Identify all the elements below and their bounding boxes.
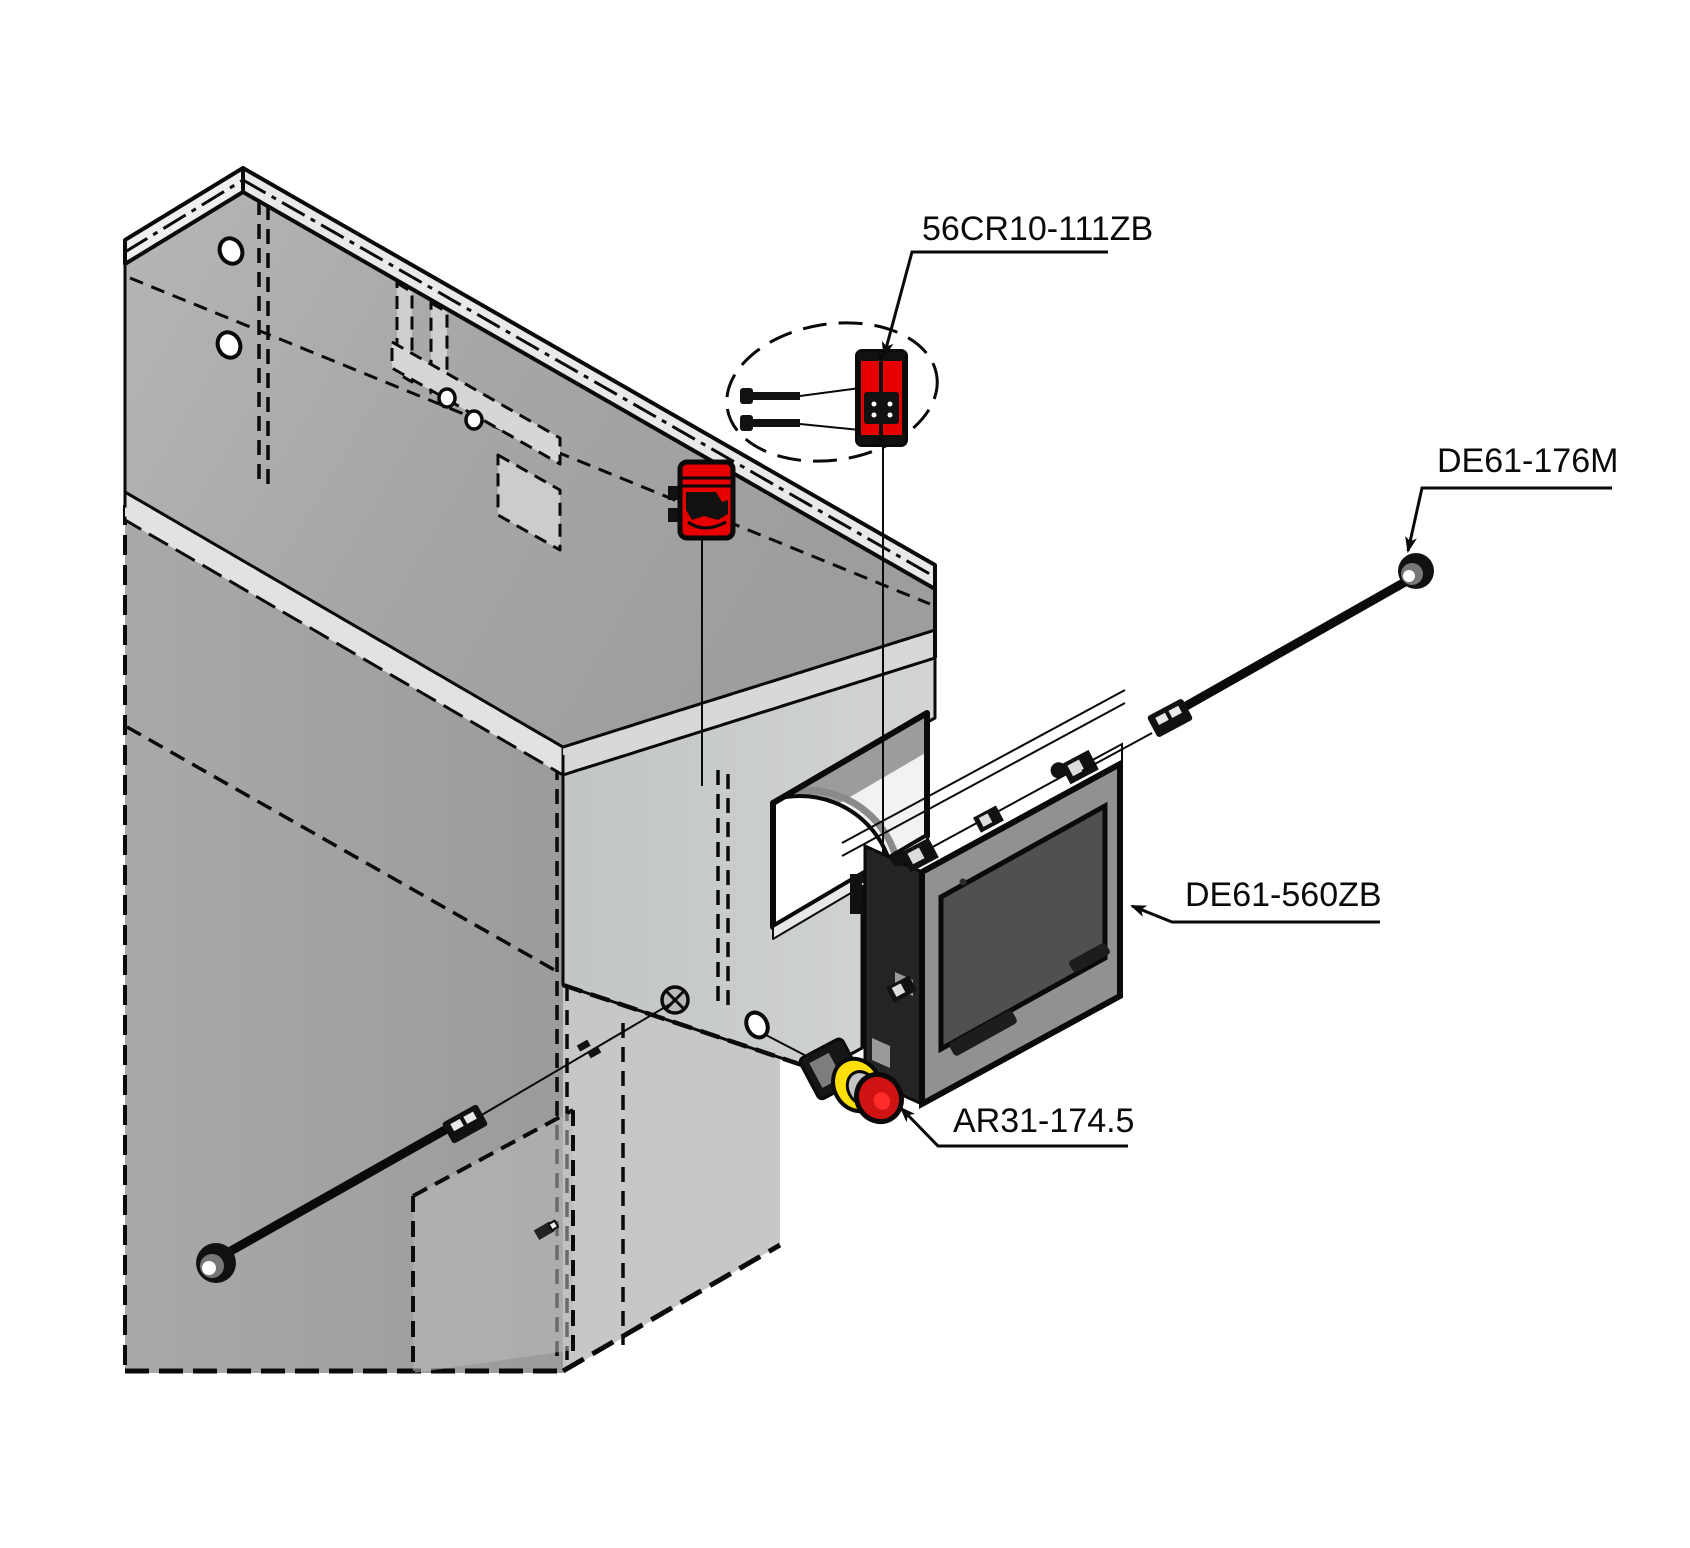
bracket-hole-2 — [464, 409, 484, 431]
clip-face — [907, 847, 925, 865]
wall-block-tab-2 — [668, 508, 680, 522]
pedestal-front-face — [125, 505, 563, 1373]
rod-lower-coupler — [442, 1104, 488, 1144]
leader-line-cr10 — [881, 250, 1108, 358]
corner-screw — [660, 985, 690, 1015]
part-labels: 56CR10-111ZB DE61-176M DE61-560ZB AR31-1… — [922, 210, 1618, 1140]
head-bottom-front-edge — [562, 982, 821, 1074]
screw-1-head — [740, 388, 753, 404]
wall-block-center-detail — [686, 492, 728, 520]
rod-upper-thin-line — [1081, 732, 1153, 772]
knob-center — [202, 1261, 216, 1275]
mounting-bracket — [390, 281, 562, 552]
panel-mounting-clip-4 — [885, 975, 917, 1003]
wall-hole-lower — [215, 330, 243, 360]
coupler-body — [1147, 699, 1193, 737]
part-label-de176: DE61-176M — [1437, 442, 1618, 480]
leader-line-ar31 — [899, 1106, 1128, 1148]
part-label-de560: DE61-560ZB — [1185, 876, 1382, 914]
terminal-dot-2 — [887, 401, 893, 407]
callout-balloon-group — [725, 321, 939, 874]
wall-block-tab-1 — [668, 486, 680, 500]
panel-mounting-clip-1 — [1050, 749, 1099, 785]
estop-mushroom-center — [873, 1092, 891, 1110]
door-fastener — [533, 1219, 560, 1240]
threaded-rod-upper — [1081, 553, 1434, 772]
model-mark — [1069, 942, 1110, 973]
panel-mounting-clip-3 — [972, 805, 1004, 833]
coupler-slot-2 — [463, 1111, 477, 1124]
rod-upper-shaft — [1169, 578, 1408, 718]
screw-1-link-line — [799, 387, 861, 397]
estop-mounting-hole — [744, 1010, 770, 1040]
panel-led-dot — [959, 878, 967, 886]
screw-1-shaft — [752, 392, 800, 400]
threaded-rod-lower — [196, 1002, 673, 1283]
rod-lower-thin-line — [479, 1002, 673, 1117]
screw-2-link-line — [799, 423, 861, 431]
emergency-stop-button — [763, 1033, 904, 1125]
rod-lower-end-knob — [196, 1243, 236, 1283]
hmi-display-panel — [863, 749, 1123, 1110]
clip-knob — [1050, 762, 1067, 779]
wall-hole-upper — [217, 236, 245, 266]
clip-face — [1067, 759, 1085, 777]
top-rim-hidden-inner — [129, 276, 931, 606]
top-rim-centerline-left — [124, 178, 244, 254]
screw-2-shaft — [752, 419, 800, 427]
terminal-dot-3 — [871, 412, 877, 418]
mid-fastener-2 — [587, 1046, 602, 1059]
mid-fastener-1 — [576, 1039, 591, 1052]
clip-knob — [890, 850, 907, 867]
panel-side-vent-2 — [872, 1038, 890, 1068]
pedestal-hidden-diagonal — [126, 725, 559, 974]
coupler-body — [442, 1104, 488, 1144]
knob-center — [1403, 570, 1415, 582]
leader-line-de176 — [1405, 486, 1612, 553]
wall-contact-block — [668, 459, 736, 786]
service-door-face — [413, 1110, 573, 1373]
screw-2-head — [740, 415, 753, 431]
rod-lower-mid-fastener — [576, 1039, 602, 1059]
terminal-dot-4 — [887, 412, 893, 418]
bracket-hole-1 — [437, 387, 457, 409]
coupler-slot-1 — [1155, 712, 1169, 725]
door-fastener-tip — [547, 1219, 560, 1232]
leader-lines — [881, 250, 1612, 1148]
service-door-top-edge — [412, 1108, 574, 1198]
callout-balloon — [725, 321, 939, 463]
panel-side-face — [863, 843, 924, 1107]
service-door-outline — [411, 1108, 575, 1373]
enclosure-top-rim — [123, 166, 937, 658]
rod-lower-shaft — [226, 1122, 455, 1256]
contact-block-screws — [740, 387, 861, 431]
panel-screen — [938, 801, 1108, 1054]
bracket-crossbar — [390, 340, 562, 466]
frame-rail-2 — [841, 702, 1126, 857]
part-label-cr10: 56CR10-111ZB — [922, 210, 1153, 248]
estop-hole — [744, 1010, 770, 1040]
part-label-ar31: AR31-174.5 — [953, 1102, 1134, 1140]
pedestal-right-bottom-edge — [561, 1242, 782, 1374]
wall-block-bottom-detail — [687, 520, 727, 530]
contact-block — [855, 349, 908, 447]
leader-line-de560 — [1130, 904, 1380, 924]
coupler-slot-2 — [1168, 705, 1182, 718]
corner-screw-slot-2 — [664, 989, 686, 1011]
rod-upper-end-knob — [1398, 553, 1434, 589]
rod-upper-coupler — [1147, 699, 1193, 737]
clip-face — [978, 813, 993, 827]
top-rim-centerline-right — [242, 178, 936, 579]
contact-block-terminal-window — [864, 392, 899, 424]
frame-rail-1 — [841, 689, 1126, 844]
panel-mounting-clip-2 — [890, 837, 939, 873]
enclosure-body — [123, 166, 937, 1374]
terminal-dot-1 — [871, 401, 877, 407]
clip-face — [891, 983, 906, 997]
bracket-leg — [496, 453, 562, 552]
coupler-slot-1 — [450, 1118, 464, 1132]
brand-logo-mark — [949, 1010, 1017, 1056]
